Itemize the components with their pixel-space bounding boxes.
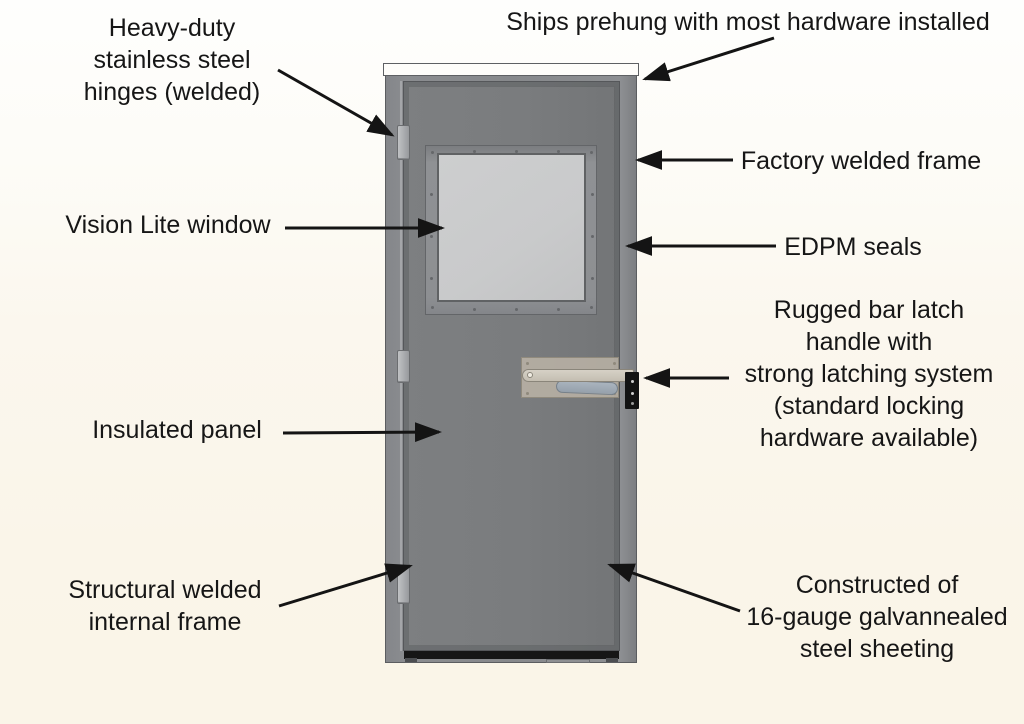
latch-strike-plate	[625, 372, 639, 409]
sweep-foot-right	[606, 658, 618, 662]
sweep-foot-left	[405, 658, 417, 662]
callout-hinges-label: Heavy-duty stainless steel hinges (welde…	[83, 14, 261, 106]
callout-prehung-label: Ships prehung with most hardware install…	[506, 8, 990, 36]
hinge-middle	[397, 350, 410, 383]
callout-factory-frame-label: Factory welded frame	[740, 147, 982, 175]
window-glass	[437, 153, 586, 302]
latch-screw-dots	[526, 362, 529, 365]
callout-edpm-seals-label: EDPM seals	[784, 233, 922, 261]
latch-pivot	[527, 372, 533, 378]
window-screw-dots	[431, 151, 434, 154]
hinge-top	[397, 125, 410, 160]
callout-vision-window-label: Vision Lite window	[65, 211, 271, 239]
threshold-tab	[546, 659, 590, 663]
callout-structural-frame-label: Structural welded internal frame	[68, 576, 262, 636]
callout-constructed-label: Constructed of 16-gauge galvannealed ste…	[746, 571, 1008, 663]
strike-plate-holes	[631, 380, 634, 383]
latch-bar	[522, 369, 634, 382]
door-bottom-sweep	[404, 651, 619, 659]
callout-insulated-panel-label: Insulated panel	[92, 416, 262, 444]
vision-lite-window-frame	[425, 145, 597, 315]
frame-head-cap	[383, 63, 639, 76]
callout-latch-label: Rugged bar latch handle with strong latc…	[744, 296, 994, 452]
latch-handle-grip	[555, 379, 619, 396]
hinge-bottom	[397, 567, 410, 604]
arrow-prehung	[642, 36, 775, 82]
